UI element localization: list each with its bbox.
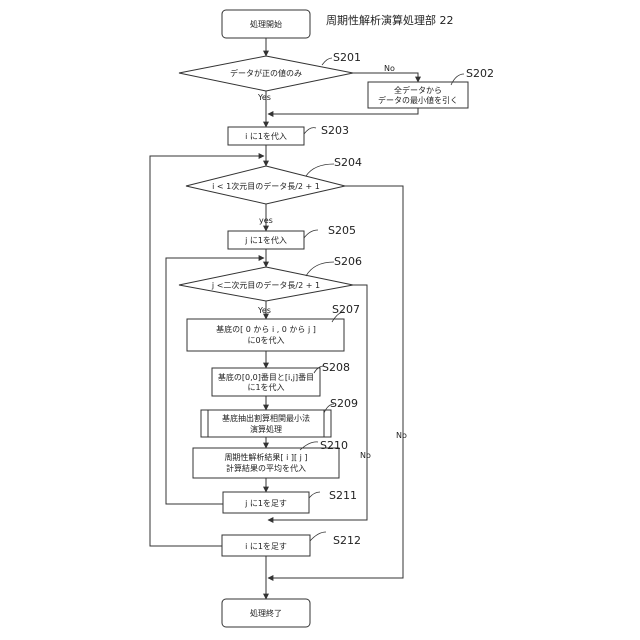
step-s207: S207	[332, 303, 360, 316]
node-p203-label: i に1を代入	[245, 131, 287, 141]
node-p205-label: j に1を代入	[244, 235, 287, 245]
node-p210-line-1: 周期性解析結果[ i ][ j ]	[224, 452, 307, 462]
step-s204: S204	[334, 156, 362, 169]
step-s212: S212	[333, 534, 361, 547]
leader-s211	[309, 492, 320, 498]
step-s202: S202	[466, 67, 494, 80]
diagram-title: 周期性解析演算処理部 22	[326, 13, 454, 27]
leader-s203	[304, 128, 316, 134]
edge-label-d201-yes: Yes	[257, 93, 271, 102]
edge-label-d201-no: No	[384, 64, 395, 73]
leader-s206	[306, 262, 334, 276]
step-s208: S208	[322, 361, 350, 374]
node-p210-line-2: 計算結果の平均を代入	[226, 463, 306, 473]
step-s209: S209	[330, 397, 358, 410]
nodes: 処理開始 データが正の値のみ 全データから データの最小値を引く i に1を代入…	[179, 10, 468, 627]
node-start-label: 処理開始	[250, 19, 282, 29]
node-end-label: 処理終了	[250, 608, 282, 618]
step-s203: S203	[321, 124, 349, 137]
node-p209-line-2: 演算処理	[250, 424, 282, 434]
edge-d201-no	[353, 73, 418, 82]
node-p207-line-2: に0を代入	[247, 335, 284, 345]
node-d206-label: j <二次元目のデータ長/2 + 1	[211, 280, 320, 290]
node-p207	[187, 319, 344, 351]
leader-s201	[322, 58, 332, 65]
leader-s212	[310, 532, 326, 541]
node-p209-line-1: 基底抽出割算相関最小法	[222, 413, 310, 423]
node-d204-label: i < 1次元目のデータ長/2 + 1	[212, 181, 320, 191]
leader-s205	[304, 230, 318, 238]
node-p207-line-1: 基底の[ 0 から i , 0 から j ]	[216, 324, 316, 334]
step-s201: S201	[333, 51, 361, 64]
step-s205: S205	[328, 224, 356, 237]
node-p208-line-2: に1を代入	[247, 382, 284, 392]
node-p211-label: j に1を足す	[244, 499, 287, 508]
leader-s204	[306, 164, 334, 176]
edge-label-d204-yes: yes	[259, 216, 273, 225]
edge-label-d206-yes: Yes	[257, 306, 271, 315]
node-p202-line-2: データの最小値を引く	[378, 95, 458, 105]
node-p202-line-1: 全データから	[394, 85, 442, 95]
step-s211: S211	[329, 489, 357, 502]
node-d201-label: データが正の値のみ	[230, 68, 302, 78]
edge-label-d204-no: No	[396, 431, 407, 440]
step-s210: S210	[320, 439, 348, 452]
node-p208-line-1: 基底の[0,0]番目と[i,j]番目	[218, 372, 314, 382]
edge-label-d206-no: No	[360, 451, 371, 460]
edge-p202-merge	[268, 108, 418, 114]
step-s206: S206	[334, 255, 362, 268]
node-p212-label: i に1を足す	[245, 542, 287, 551]
